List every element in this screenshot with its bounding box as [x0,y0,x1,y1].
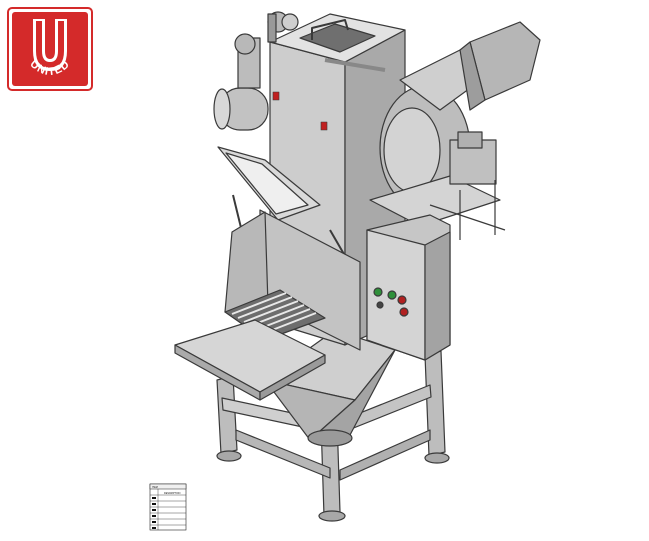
loading-tray [174,319,326,401]
indicator-lamp-red [399,307,409,317]
indicator-lamp-red [397,295,407,305]
parts-table: ITEM DESCRIPTION [149,483,187,531]
chute-body [224,209,361,351]
red-handle [320,121,328,131]
foot-pad [216,450,242,462]
air-tank [213,87,269,131]
table-row-marker [152,497,156,499]
parts-table-subheader: DESCRIPTION [164,492,181,495]
table-row-marker [152,515,156,517]
table-row-marker [152,521,156,523]
united-logo: UNITED [7,7,93,91]
logo-red-field [12,12,88,86]
table-row-marker [152,527,156,529]
motor-frame [369,131,506,240]
table-row-marker [152,509,156,511]
table-row-marker [152,503,156,505]
indicator-lamp-green [387,290,397,300]
foot-pad [424,452,450,464]
indicator-lamp-green [373,287,383,297]
red-handle [272,91,280,101]
control-knob [376,301,384,309]
valve-assembly [234,11,299,89]
control-box [366,214,451,361]
foot-pad [318,510,346,522]
hinged-lid [217,146,353,269]
parts-table-header: ITEM [152,486,158,489]
logo-wordmark: UNITED [28,58,73,78]
hopper-cone [264,329,396,447]
